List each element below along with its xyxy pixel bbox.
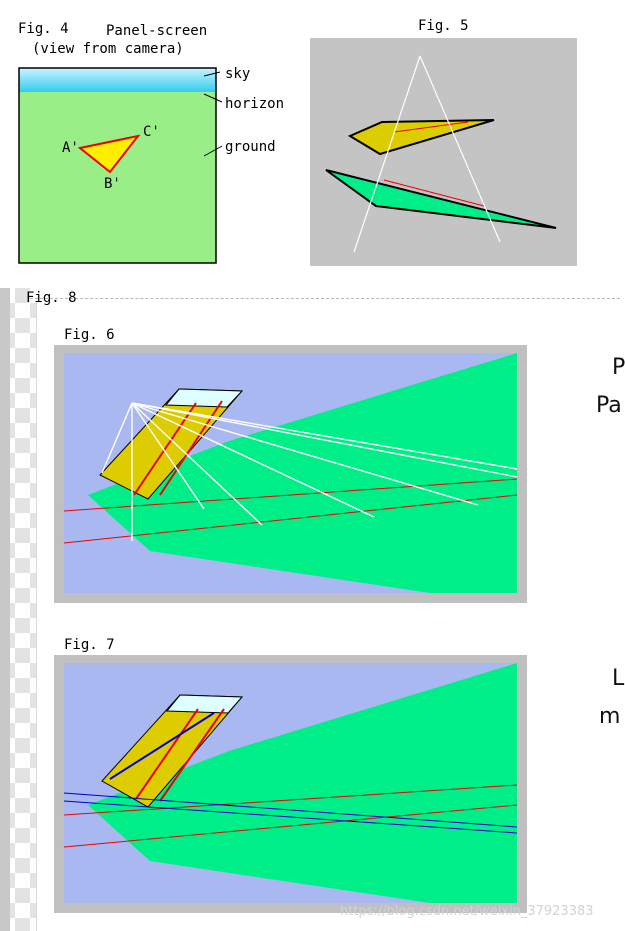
horizon-leader (203, 93, 223, 103)
sky-leader (203, 71, 221, 77)
fig5-view-line-left (353, 55, 421, 253)
point-c-label: C' (143, 124, 160, 140)
fig7-ground-ray-2 (63, 804, 518, 848)
sky-area (19, 68, 216, 92)
checker-border (0, 288, 10, 931)
side-text-3: L (612, 666, 625, 691)
fig7-diagram (54, 655, 527, 913)
point-b-label: B' (104, 176, 121, 192)
side-text-4: m (599, 704, 621, 729)
inner-border (36, 300, 37, 931)
fig5-ground-ray (383, 179, 485, 207)
ground-label: ground (225, 139, 276, 155)
ground-leader (203, 145, 223, 157)
fig5-panel-ray (393, 121, 469, 133)
fig4-label: Fig. 4 (18, 21, 69, 37)
horizon-label: horizon (225, 96, 285, 112)
side-text-1: P (612, 355, 625, 380)
fig5-view-line-right (419, 55, 501, 243)
fig6-label: Fig. 6 (64, 327, 115, 343)
fig6-diagram (54, 345, 527, 603)
sky-label: sky (225, 66, 251, 82)
fig7-blue-ray-2 (63, 800, 518, 834)
point-a-label: A' (62, 140, 79, 156)
ground-area (19, 92, 216, 263)
fig5-panel (347, 119, 495, 156)
screen-border (18, 67, 217, 264)
fig6-panel-top (164, 388, 244, 408)
fig4-title: Panel-screen (106, 23, 208, 39)
fig6-view-lines (101, 402, 518, 541)
fig7-panel-top (165, 694, 244, 714)
fig5-diagram (310, 38, 577, 266)
fig5-ground-plane (325, 169, 557, 229)
fig7-panel-ray-1 (135, 708, 199, 800)
fig7-ground-ray-1 (63, 784, 518, 816)
fig7-panel-ray-2 (159, 708, 225, 802)
watermark: https://blog.csdn.net/weixin_37923383 (340, 904, 594, 919)
triangle-abc (77, 134, 141, 174)
fig4-subtitle: (view from camera) (32, 41, 184, 57)
fig7-ground (88, 663, 517, 903)
fig7-label: Fig. 7 (64, 637, 115, 653)
dashed-separator (30, 298, 620, 299)
fig6-ground-ray-2 (63, 494, 518, 544)
fig4-panel-screen (18, 67, 223, 264)
fig7-panel-ray-blue (109, 712, 215, 780)
fig5-background (310, 38, 577, 266)
side-text-2: Pa (596, 393, 622, 418)
partial-fig-label: Fig. 8 (26, 290, 77, 306)
fig5-label: Fig. 5 (418, 18, 469, 34)
fig7-blue-ray-1 (63, 792, 518, 828)
fig6-ground (88, 353, 517, 593)
fig6-ground-ray-1 (63, 478, 518, 512)
